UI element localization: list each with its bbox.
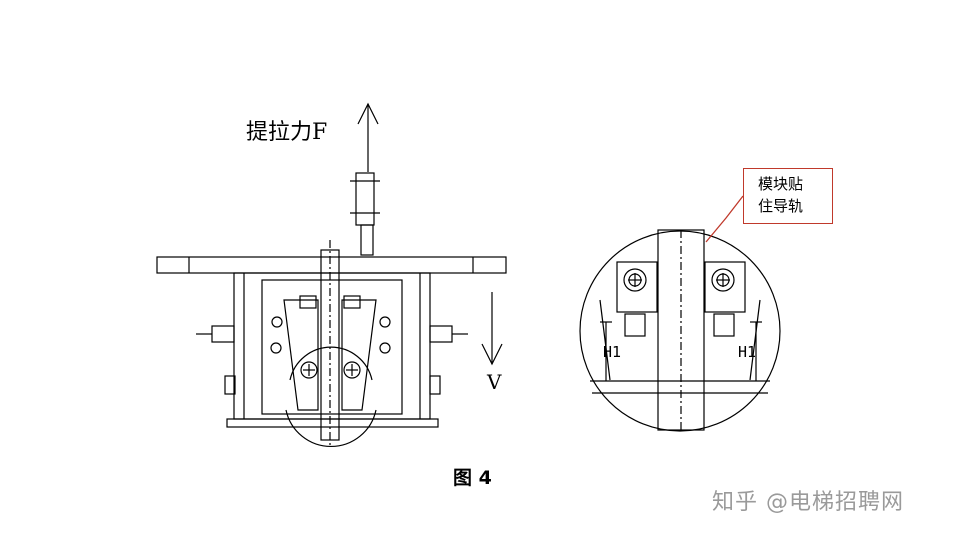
velocity-arrow bbox=[481, 292, 503, 366]
figure-caption: 图 4 bbox=[453, 467, 492, 489]
callout-line-1: 模块贴 bbox=[758, 175, 804, 193]
h1-right-label: H1 bbox=[738, 343, 757, 361]
right-block bbox=[704, 261, 746, 313]
left-wedge bbox=[283, 299, 319, 411]
pull-force-arrow bbox=[357, 102, 379, 172]
force-label: 提拉力F bbox=[246, 120, 328, 145]
callout-box: 模块贴 住导轨 bbox=[743, 168, 833, 224]
base-plate bbox=[226, 418, 439, 428]
watermark: 知乎 @电梯招聘网 bbox=[712, 490, 904, 515]
callout-leader bbox=[705, 195, 744, 243]
gear-body bbox=[233, 272, 431, 420]
h1-left-label: H1 bbox=[603, 343, 622, 361]
detail-view bbox=[579, 229, 781, 432]
callout-line-2: 住导轨 bbox=[758, 197, 804, 215]
top-plate bbox=[156, 256, 507, 274]
left-spring-bolt bbox=[211, 325, 235, 343]
left-block bbox=[616, 261, 658, 313]
roller bbox=[285, 409, 377, 447]
right-wedge bbox=[341, 299, 377, 411]
pull-rod bbox=[360, 224, 374, 256]
velocity-label: V bbox=[487, 370, 502, 394]
right-spring-bolt bbox=[429, 325, 453, 343]
bolt bbox=[343, 361, 361, 379]
bolt bbox=[300, 361, 318, 379]
